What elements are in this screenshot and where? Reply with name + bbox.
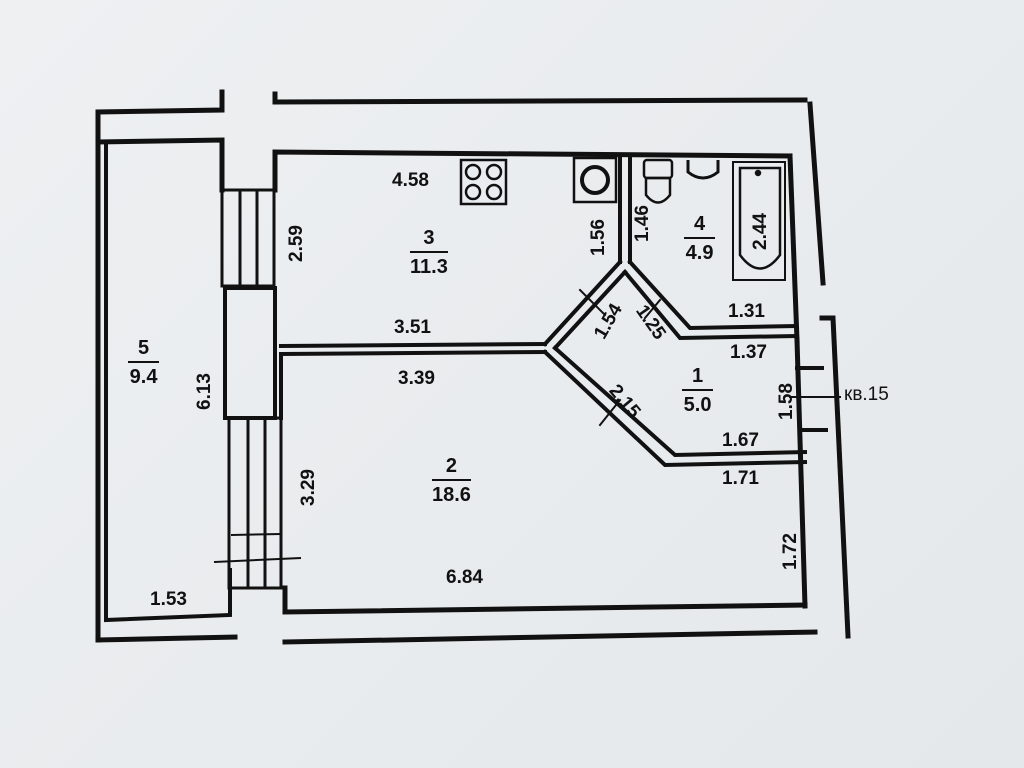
dim-hall-top: 1.37 xyxy=(730,342,767,363)
room-area: 11.3 xyxy=(410,256,448,278)
dim-kitchen-bottom: 3.51 xyxy=(394,317,431,338)
bathtub-icon xyxy=(732,161,786,281)
dim-living-top-right: 1.71 xyxy=(722,468,759,489)
outer-wall-right-lower xyxy=(819,315,851,639)
outer-wall-top xyxy=(272,91,808,105)
dim-living-bottom: 6.84 xyxy=(446,567,483,588)
room-number: 1 xyxy=(682,366,714,391)
dim-bath-left: 1.46 xyxy=(631,205,653,242)
outer-wall-bottom xyxy=(282,629,818,645)
pier xyxy=(223,286,277,420)
window-lower xyxy=(227,416,283,590)
dim-kitchen-left: 2.59 xyxy=(285,225,307,262)
room-area: 4.9 xyxy=(685,242,714,264)
loggia-wall xyxy=(104,141,232,623)
dim-bathtub: 2.44 xyxy=(749,213,771,250)
dim-kitchen-right: 1.56 xyxy=(587,219,609,256)
room-area: 18.6 xyxy=(432,484,471,506)
room-2-label: 2 18.6 xyxy=(432,456,471,505)
toilet-icon xyxy=(642,158,674,204)
outer-wall-top-left xyxy=(95,89,225,146)
room-number: 4 xyxy=(684,214,716,239)
dim-living-top-left: 3.39 xyxy=(398,368,435,389)
apartment-label: кв.15 xyxy=(844,384,889,405)
dim-living-left: 3.29 xyxy=(297,469,319,506)
kitchen-living-partition xyxy=(278,349,548,357)
room-4-label: 4 4.9 xyxy=(684,214,716,264)
dim-hall-right: 1.58 xyxy=(775,383,797,420)
outer-wall-right-upper xyxy=(807,101,826,286)
room-3-label: 3 11.3 xyxy=(410,228,448,277)
stove-icon xyxy=(459,158,508,206)
dim-loggia-length: 6.13 xyxy=(193,373,215,410)
washbasin-icon xyxy=(686,160,720,180)
kitchen-wall-top xyxy=(272,149,793,193)
sink-icon xyxy=(572,156,618,204)
room-area: 5.0 xyxy=(683,394,712,416)
dim-kitchen-top: 4.58 xyxy=(392,170,429,191)
outer-wall-bottom-left xyxy=(95,634,238,643)
living-wall-bottom xyxy=(282,585,808,615)
room-number: 3 xyxy=(410,228,448,253)
room-number: 5 xyxy=(128,338,160,363)
room-number: 2 xyxy=(432,456,471,481)
dim-hall-bottom: 1.67 xyxy=(722,430,759,451)
dim-living-right: 1.72 xyxy=(779,533,801,570)
room-5-label: 5 9.4 xyxy=(128,338,160,388)
room-1-label: 1 5.0 xyxy=(682,366,714,416)
room-area: 9.4 xyxy=(129,366,158,388)
dim-bath-bottom: 1.31 xyxy=(728,301,765,322)
dim-loggia-width: 1.53 xyxy=(150,589,187,610)
window-upper xyxy=(220,188,276,288)
